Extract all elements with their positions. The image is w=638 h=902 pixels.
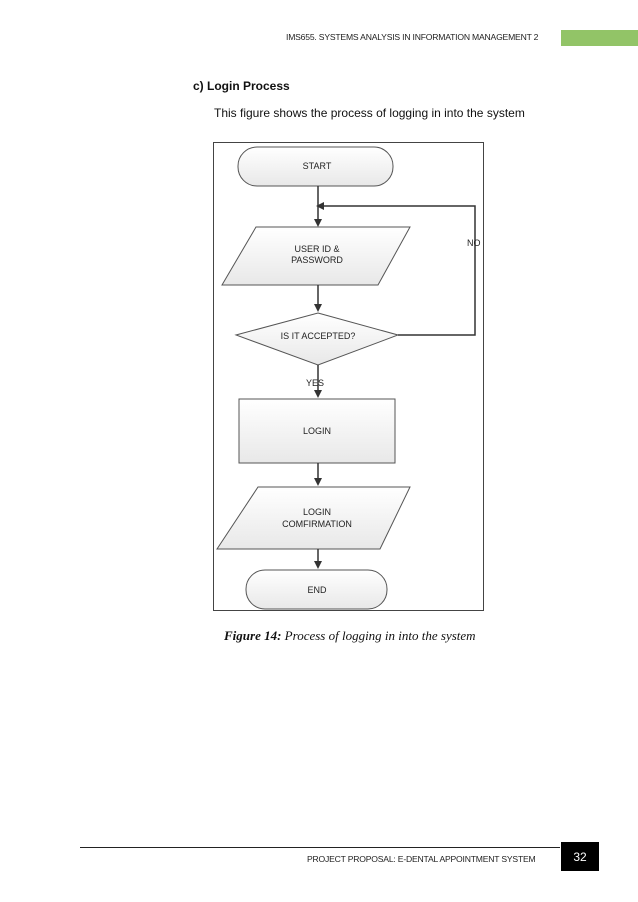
input-parallelogram	[221, 226, 411, 286]
page-number: 32	[561, 842, 599, 871]
yes-label: YES	[306, 378, 324, 388]
connector-no-loop	[316, 202, 476, 336]
section-description: This figure shows the process of logging…	[214, 106, 525, 120]
section-heading: c) Login Process	[193, 79, 290, 93]
footer-rule	[80, 847, 560, 848]
input-label-line2: PASSWORD	[291, 255, 343, 265]
output-parallelogram	[216, 486, 411, 550]
figure-caption: Figure 14: Process of logging in into th…	[224, 628, 476, 644]
caption-text: Process of logging in into the system	[281, 628, 476, 643]
caption-label: Figure 14:	[224, 628, 282, 643]
decision-label: IS IT ACCEPTED?	[281, 331, 356, 341]
input-label-line1: USER ID &	[294, 244, 339, 254]
end-terminal	[245, 569, 388, 610]
login-process-label: LOGIN	[303, 426, 331, 436]
no-label: NO	[467, 238, 481, 248]
header-accent-bar	[561, 30, 638, 46]
output-label-line2: COMFIRMATION	[282, 519, 352, 529]
flowchart-diagram: START USER ID & PASSWORD IS IT ACCEPTED?…	[216, 146, 481, 610]
start-terminal	[237, 146, 394, 187]
output-label-line1: LOGIN	[303, 507, 331, 517]
start-label: START	[303, 161, 332, 171]
login-process	[238, 398, 396, 464]
flowchart-figure: START USER ID & PASSWORD IS IT ACCEPTED?…	[213, 142, 484, 611]
running-footer: PROJECT PROPOSAL: E-DENTAL APPOINTMENT S…	[307, 854, 536, 864]
running-header: IMS655. SYSTEMS ANALYSIS IN INFORMATION …	[286, 32, 539, 42]
end-label: END	[307, 585, 327, 595]
